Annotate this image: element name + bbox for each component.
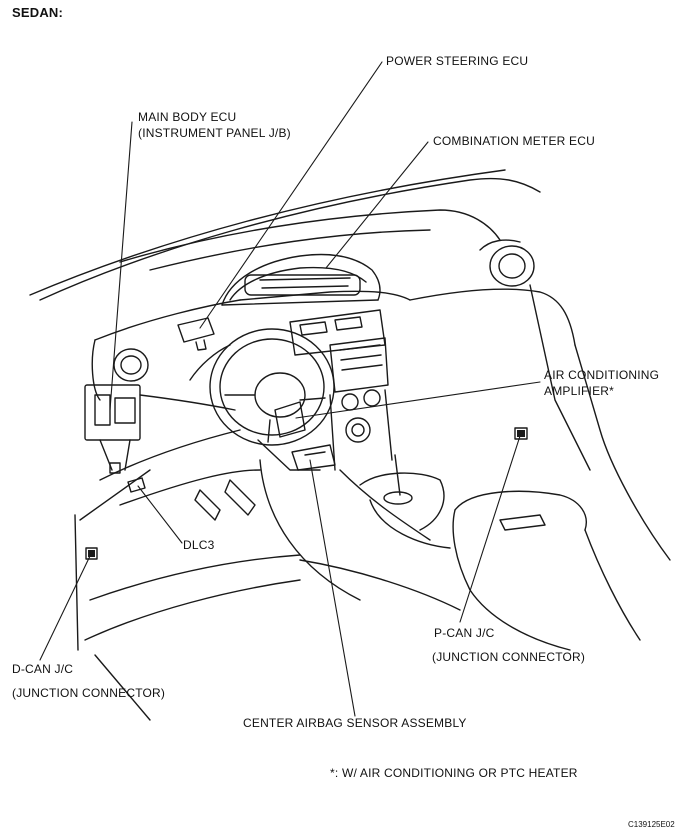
windshield-outline <box>29 169 541 301</box>
label-pcan-junction-connector: (JUNCTION CONNECTOR) <box>432 650 586 664</box>
left-air-vent <box>113 348 149 382</box>
dashboard-outline <box>74 284 671 721</box>
label-dcan-jc: D-CAN J/C <box>12 662 74 676</box>
leader-dlc3 <box>137 485 183 544</box>
ac-amplifier-component <box>274 401 306 438</box>
label-power-steering-ecu: POWER STEERING ECU <box>386 54 529 68</box>
label-instrument-panel-jb: (INSTRUMENT PANEL J/B) <box>138 126 291 140</box>
label-pcan-jc: P-CAN J/C <box>434 626 495 640</box>
gear-shifter-and-seat <box>359 454 641 651</box>
leader-combination-meter <box>325 141 429 269</box>
leader-dcan <box>39 555 91 661</box>
pcan-jc-component <box>514 427 528 440</box>
leader-main-body-ecu <box>109 121 133 411</box>
label-dlc3: DLC3 <box>183 538 215 552</box>
combination-meter <box>221 253 381 306</box>
label-combination-meter-ecu: COMBINATION METER ECU <box>433 134 595 148</box>
right-air-vent <box>479 239 535 287</box>
leader-center-airbag <box>309 459 356 717</box>
vehicle-type-heading: SEDAN: <box>12 5 64 20</box>
label-center-airbag-sensor: CENTER AIRBAG SENSOR ASSEMBLY <box>243 716 467 730</box>
floor-pedals <box>194 459 461 611</box>
leader-power-steering <box>199 61 383 329</box>
main-body-ecu-component <box>84 384 141 474</box>
leader-ac-amplifier <box>295 381 541 419</box>
center-stack <box>289 309 431 541</box>
leader-pcan <box>459 435 521 623</box>
dlc3-component <box>127 477 146 493</box>
power-steering-ecu-component <box>177 317 215 351</box>
steering-wheel <box>189 328 335 471</box>
leader-lines <box>39 61 541 717</box>
label-amplifier: AMPLIFIER* <box>544 384 615 398</box>
dcan-jc-component <box>85 547 98 560</box>
label-air-conditioning: AIR CONDITIONING <box>544 368 660 382</box>
label-main-body-ecu: MAIN BODY ECU <box>138 110 237 124</box>
footnote: *: W/ AIR CONDITIONING OR PTC HEATER <box>330 766 578 780</box>
label-dcan-junction-connector: (JUNCTION CONNECTOR) <box>12 686 166 700</box>
center-airbag-component <box>291 444 336 471</box>
figure-code: C139125E02 <box>628 820 675 829</box>
